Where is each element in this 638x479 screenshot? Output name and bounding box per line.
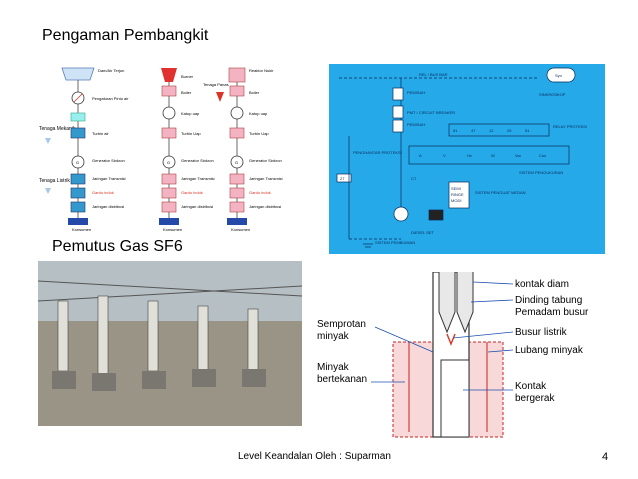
svg-text:PMT / CIRCUIT BREAKER: PMT / CIRCUIT BREAKER xyxy=(407,110,455,115)
svg-text:PEMISAH: PEMISAH xyxy=(407,90,425,95)
svg-text:Pengaturan Pintu air: Pengaturan Pintu air xyxy=(92,96,129,101)
svg-text:12: 12 xyxy=(489,128,494,133)
svg-text:51: 51 xyxy=(525,128,530,133)
svg-text:W: W xyxy=(491,153,495,158)
svg-text:PEMISAH: PEMISAH xyxy=(407,122,425,127)
svg-text:CT: CT xyxy=(411,176,417,181)
svg-text:Gardu induk: Gardu induk xyxy=(92,190,114,195)
svg-text:Jaringan Transmisi: Jaringan Transmisi xyxy=(249,176,283,181)
svg-text:SISTEM PENGUKURAN: SISTEM PENGUKURAN xyxy=(519,170,563,175)
svg-text:SISTEM PEMBUMIAN: SISTEM PEMBUMIAN xyxy=(375,240,415,245)
svg-text:Gardu induk: Gardu induk xyxy=(249,190,271,195)
svg-text:kontak diam: kontak diam xyxy=(515,279,569,290)
svg-text:Boiler: Boiler xyxy=(249,90,260,95)
svg-text:Dinding tabung: Dinding tabung xyxy=(515,295,582,306)
svg-text:RELAY PROTEKSI: RELAY PROTEKSI xyxy=(553,124,587,129)
svg-text:Jaringan Transmisi: Jaringan Transmisi xyxy=(92,176,126,181)
svg-text:25: 25 xyxy=(507,128,512,133)
label-tenaga-listrik: Tenaga Listrik xyxy=(39,178,70,184)
svg-text:Tenaga Panas: Tenaga Panas xyxy=(203,82,229,87)
svg-text:MODI: MODI xyxy=(451,198,461,203)
svg-text:Semprotan: Semprotan xyxy=(317,319,366,330)
svg-text:Jaringan distribusi: Jaringan distribusi xyxy=(181,204,213,209)
svg-text:Gardu induk: Gardu induk xyxy=(181,190,203,195)
svg-text:SINKROSKOP: SINKROSKOP xyxy=(539,92,566,97)
label-tenaga-mekanik: Tenaga Mekanik xyxy=(39,126,76,132)
svg-text:G: G xyxy=(76,160,79,165)
thermal-column: G Burner Tenaga Panas Boiler Katup uap T… xyxy=(159,68,229,232)
svg-text:Pemadam busur: Pemadam busur xyxy=(515,307,589,318)
svg-text:Boiler: Boiler xyxy=(181,90,192,95)
svg-text:V: V xyxy=(443,153,446,158)
svg-text:Generator Sinkron: Generator Sinkron xyxy=(92,158,125,163)
svg-text:G: G xyxy=(235,160,238,165)
svg-text:Burner: Burner xyxy=(181,74,194,79)
svg-text:Turbin air: Turbin air xyxy=(92,131,109,136)
svg-text:Minyak: Minyak xyxy=(317,362,350,373)
svg-text:Cos: Cos xyxy=(539,153,546,158)
sf6-breaker-photo xyxy=(38,261,302,426)
svg-text:PENGHANTAR PROTEKSI: PENGHANTAR PROTEKSI xyxy=(353,150,402,155)
svg-text:47: 47 xyxy=(471,128,476,133)
breaker-cross-section-diagram: kontak diam Dinding tabung Pemadam busur… xyxy=(313,272,615,442)
svg-text:Konsumen: Konsumen xyxy=(231,227,250,232)
svg-text:bergerak: bergerak xyxy=(515,393,555,404)
svg-text:DIESEL SET: DIESEL SET xyxy=(411,230,435,235)
svg-text:SISTEM PENGUAT MEDAN: SISTEM PENGUAT MEDAN xyxy=(475,190,526,195)
svg-text:Katup uap: Katup uap xyxy=(249,111,268,116)
svg-text:Turbin Uap: Turbin Uap xyxy=(249,131,269,136)
svg-text:Lubang minyak: Lubang minyak xyxy=(515,345,584,356)
svg-text:Generator Sinkron: Generator Sinkron xyxy=(181,158,214,163)
svg-text:Jaringan Transmisi: Jaringan Transmisi xyxy=(181,176,215,181)
svg-text:SEMI: SEMI xyxy=(451,186,461,191)
svg-text:Turbin Uap: Turbin Uap xyxy=(181,131,201,136)
svg-text:Kontak: Kontak xyxy=(515,381,547,392)
footer-text: Level Keandalan Oleh : Suparman xyxy=(238,451,391,462)
svg-text:A: A xyxy=(419,153,422,158)
slide-title-bottom: Pemutus Gas SF6 xyxy=(52,238,183,255)
svg-text:Busur listrik: Busur listrik xyxy=(515,327,568,338)
nuclear-column: G Reaktor Nukir Boiler Katup uap Turbin … xyxy=(227,67,283,232)
svg-text:51: 51 xyxy=(453,128,458,133)
svg-text:Syn: Syn xyxy=(555,73,562,78)
slide-title-top: Pengaman Pembangkit xyxy=(42,27,209,44)
svg-text:minyak: minyak xyxy=(317,331,350,342)
svg-text:Jaringan distribusi: Jaringan distribusi xyxy=(92,204,124,209)
hydro-column: G Dam/Air Terjun Pengaturan Pintu air Tu… xyxy=(61,67,129,232)
svg-text:Var: Var xyxy=(515,153,522,158)
svg-text:Konsumen: Konsumen xyxy=(72,227,91,232)
bus-label: REL / BUS BAR xyxy=(419,72,448,77)
page-number: 4 xyxy=(602,451,609,463)
svg-text:Reaktor Nukir: Reaktor Nukir xyxy=(249,68,274,73)
svg-text:Dam/Air Terjun: Dam/Air Terjun xyxy=(98,68,124,73)
svg-text:Generator Sinkron: Generator Sinkron xyxy=(249,158,282,163)
svg-text:Hz: Hz xyxy=(467,153,472,158)
svg-text:RINGE: RINGE xyxy=(451,192,464,197)
svg-text:Jaringan distribusi: Jaringan distribusi xyxy=(249,204,281,209)
power-plant-diagram: Tenaga Mekanik Tenaga Listrik G Dam/Air … xyxy=(38,58,304,234)
svg-text:G: G xyxy=(167,160,170,165)
svg-text:Konsumen: Konsumen xyxy=(163,227,182,232)
svg-text:Katup uap: Katup uap xyxy=(181,111,200,116)
svg-text:bertekanan: bertekanan xyxy=(317,374,367,385)
svg-text:27: 27 xyxy=(340,176,345,181)
protection-system-diagram: REL / BUS BAR Syn SINKROSKOP PEMISAH PMT… xyxy=(329,64,605,254)
